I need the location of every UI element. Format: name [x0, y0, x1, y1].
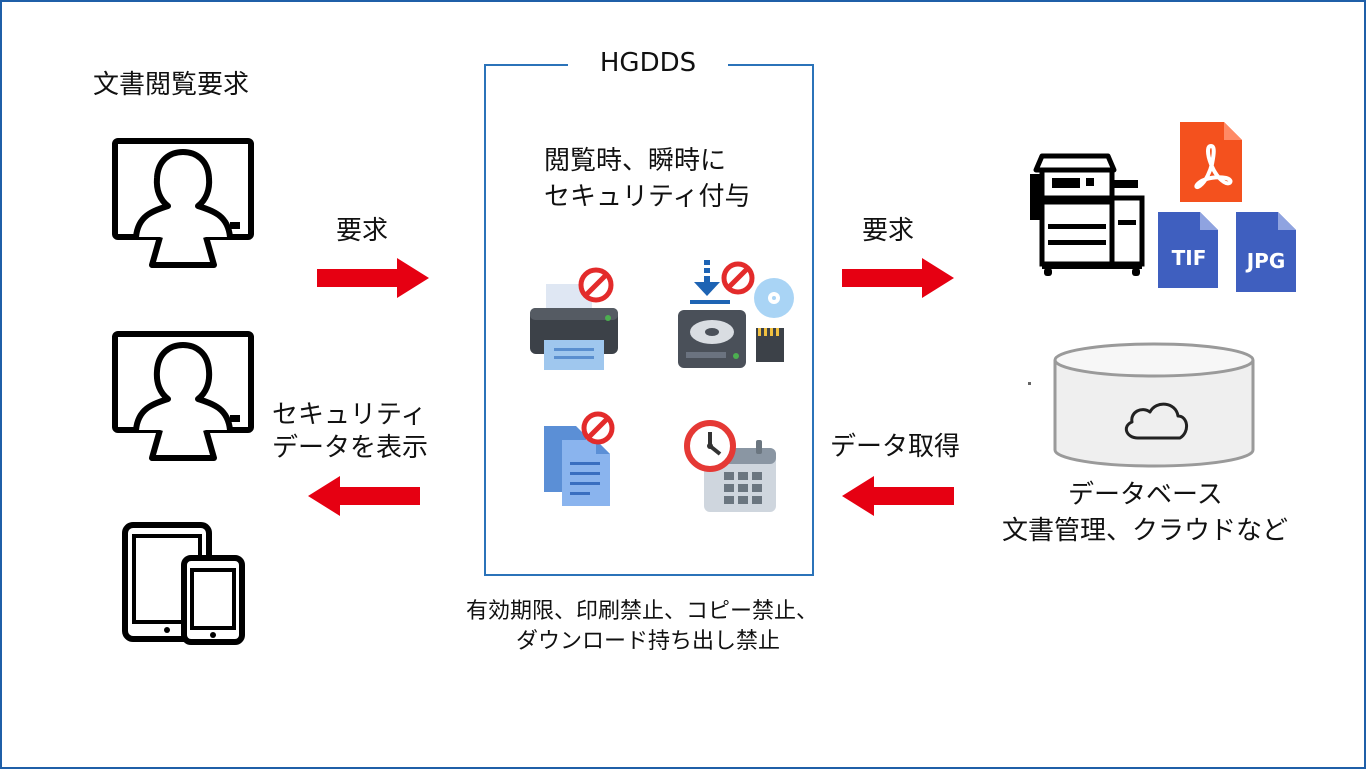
fetch-label: データ取得 [830, 432, 961, 462]
tif-file-icon: TIF [1158, 212, 1218, 288]
tablet-phone-icon [122, 522, 245, 645]
dot-marker [1028, 382, 1031, 385]
copy-prohibited-icon [544, 411, 615, 506]
multifunction-printer-icon [1030, 153, 1145, 276]
arrow-left-icon [308, 476, 420, 516]
left-title: 文書閲覧要求 [93, 70, 250, 100]
download-prohibited-icon [678, 260, 794, 368]
right-request-label: 要求 [862, 216, 915, 246]
database-cylinder-icon [1053, 342, 1255, 468]
hgdds-caption-line2: ダウンロード持ち出し禁止 [516, 629, 781, 654]
hgdds-title: HGDDS [568, 48, 728, 78]
hgdds-heading-line2: セキュリティ付与 [544, 182, 751, 212]
user-monitor-icon [112, 331, 254, 461]
jpg-badge-label: JPG [1245, 249, 1286, 273]
user-monitor-icon [112, 138, 254, 268]
arrow-left-icon [842, 476, 954, 516]
hgdds-caption-line1: 有効期限、印刷禁止、コピー禁止、 [466, 599, 819, 624]
jpg-file-icon: JPG [1236, 212, 1296, 292]
left-request-label: 要求 [336, 216, 389, 246]
hgdds-heading-line1: 閲覧時、瞬時に [544, 146, 727, 176]
tif-badge-label: TIF [1172, 246, 1207, 270]
print-prohibited-icon [530, 267, 618, 370]
arrow-right-icon [842, 258, 954, 298]
display-label-line2: データを表示 [272, 433, 429, 463]
clock-calendar-icon [684, 420, 776, 512]
db-label-line1: データベース [1068, 480, 1223, 510]
pdf-file-icon [1180, 122, 1242, 202]
arrow-right-icon [317, 258, 429, 298]
db-label-line2: 文書管理、クラウドなど [1002, 516, 1289, 546]
display-label-line1: セキュリティ [272, 400, 427, 430]
